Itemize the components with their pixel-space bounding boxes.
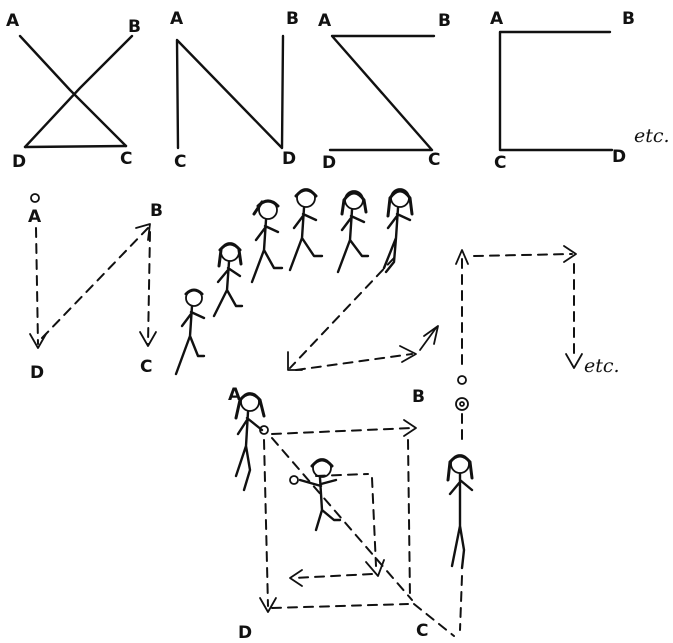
dancer-figure bbox=[236, 393, 264, 490]
corner-label-d: D bbox=[282, 149, 296, 169]
n-figure: A B C D bbox=[170, 9, 299, 172]
dashed-n-path: A B D C bbox=[28, 194, 163, 383]
corner-label-d: D bbox=[612, 147, 626, 167]
inner-square-bottom bbox=[294, 574, 372, 578]
dancer-figure bbox=[214, 243, 242, 316]
base-line-d-to-c bbox=[25, 146, 126, 147]
dancer-figure bbox=[290, 189, 322, 270]
dancer-line bbox=[176, 189, 438, 374]
dancer-figure bbox=[384, 189, 412, 272]
crossed-figure: A B D C bbox=[6, 11, 141, 172]
point-label-d: D bbox=[238, 623, 252, 643]
dancer-figure bbox=[252, 201, 282, 282]
corner-label-c: C bbox=[494, 153, 506, 173]
standing-dancer-group bbox=[448, 398, 472, 630]
corner-label-b: B bbox=[128, 17, 141, 37]
dancer-figure bbox=[448, 455, 472, 568]
cross-line-a-to-c bbox=[20, 36, 126, 146]
dashed-line-down bbox=[460, 576, 462, 630]
dancer-figure bbox=[176, 290, 204, 374]
dashed-path-right bbox=[296, 354, 412, 370]
corner-label-c: C bbox=[120, 149, 132, 169]
start-marker bbox=[456, 398, 468, 410]
corner-label-a: A bbox=[490, 9, 504, 29]
arrowhead-stroke bbox=[420, 328, 436, 350]
corner-label-b: B bbox=[622, 9, 635, 29]
point-label-b: B bbox=[150, 201, 163, 221]
dashed-bracket-path: etc. bbox=[456, 246, 620, 384]
corner-label-b: B bbox=[286, 9, 299, 29]
point-label-a: A bbox=[28, 207, 42, 227]
z-line bbox=[330, 36, 434, 150]
start-marker bbox=[458, 376, 466, 384]
cross-line-b-to-d bbox=[25, 36, 132, 147]
path-a-to-d bbox=[36, 228, 38, 344]
dancer-figure bbox=[338, 191, 368, 272]
marker bbox=[290, 476, 298, 484]
dashed-path-down bbox=[290, 258, 394, 368]
square-left bbox=[264, 440, 268, 606]
corner-label-a: A bbox=[318, 11, 332, 31]
point-label-b: B bbox=[412, 387, 425, 407]
etc-label: etc. bbox=[634, 125, 670, 147]
corner-label-d: D bbox=[322, 153, 336, 173]
bracket-line bbox=[500, 32, 612, 150]
path-across bbox=[474, 254, 572, 256]
corner-label-d: D bbox=[12, 152, 26, 172]
point-label-c: C bbox=[416, 621, 428, 641]
corner-label-c: C bbox=[428, 150, 440, 170]
point-label-d: D bbox=[30, 363, 44, 383]
square-diagram: A B D C bbox=[228, 385, 454, 643]
point-label-c: C bbox=[140, 357, 152, 377]
corner-label-a: A bbox=[170, 9, 184, 29]
bracket-figure: A B C D etc. bbox=[490, 9, 670, 173]
square-right bbox=[408, 440, 410, 598]
path-b-to-c bbox=[148, 232, 150, 344]
n-line bbox=[177, 36, 283, 148]
etc-label: etc. bbox=[584, 355, 620, 377]
corner-label-c: C bbox=[174, 152, 186, 172]
start-marker-center bbox=[460, 402, 464, 406]
dancer-figure bbox=[300, 459, 340, 530]
corner-label-a: A bbox=[6, 11, 20, 31]
path-d-to-b bbox=[42, 228, 148, 338]
square-bottom bbox=[272, 604, 408, 608]
start-marker bbox=[31, 194, 39, 202]
corner-label-b: B bbox=[438, 11, 451, 31]
z-figure: A B D C bbox=[318, 11, 451, 173]
arrowhead bbox=[566, 354, 582, 368]
inner-square-right bbox=[372, 478, 376, 566]
square-top bbox=[272, 428, 412, 434]
inner-square-top bbox=[316, 474, 368, 476]
